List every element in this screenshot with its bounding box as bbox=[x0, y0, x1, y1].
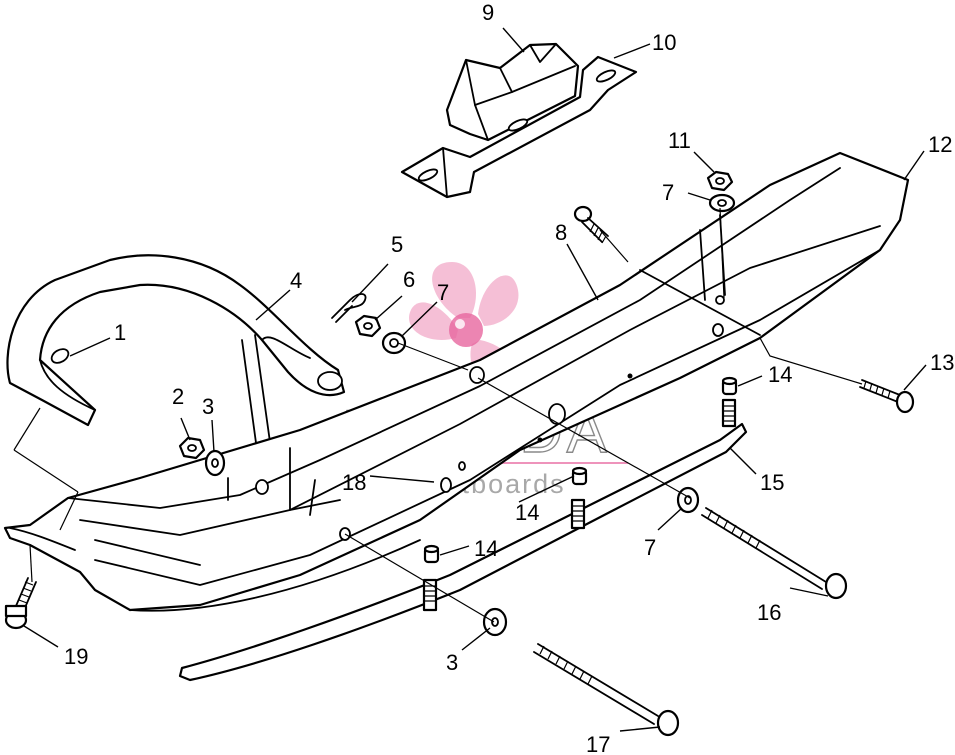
part-3-washer-lower bbox=[482, 607, 508, 637]
callout-14-left: 14 bbox=[474, 536, 498, 561]
callout-12: 12 bbox=[928, 132, 952, 157]
part-2-nut bbox=[178, 436, 206, 460]
callout-5: 5 bbox=[391, 232, 403, 257]
part-4-ski-loop bbox=[6, 254, 346, 488]
part-12-ski-body bbox=[3, 151, 910, 612]
part-5-cotter-pin bbox=[331, 293, 367, 323]
part-13-bolt bbox=[859, 379, 915, 414]
callout-7-lower: 7 bbox=[644, 535, 656, 560]
callout-6: 6 bbox=[403, 267, 415, 292]
callout-19: 19 bbox=[64, 644, 88, 669]
part-17-bolt bbox=[533, 643, 680, 737]
callout-4: 4 bbox=[290, 268, 302, 293]
callout-9: 9 bbox=[482, 0, 494, 25]
callout-11: 11 bbox=[668, 128, 691, 153]
part-8-bolt-upper bbox=[573, 205, 609, 244]
part-7-washer-upper-right bbox=[708, 193, 736, 213]
part-9-ski-saddle bbox=[445, 42, 580, 142]
callout-13: 13 bbox=[930, 350, 954, 375]
callout-14-right: 14 bbox=[768, 362, 792, 387]
runner-stud-middle bbox=[570, 498, 586, 530]
callout-3-lower: 3 bbox=[446, 650, 458, 675]
callout-17: 17 bbox=[586, 732, 610, 755]
callout-7-upper-left: 7 bbox=[437, 280, 449, 305]
part-16-bolt bbox=[701, 507, 848, 600]
part-14-spacer-right bbox=[721, 376, 738, 396]
part-14-spacer-middle bbox=[571, 466, 588, 486]
callout-labels: 1 2 3 3 4 5 6 7 7 7 8 9 10 11 12 13 14 1… bbox=[64, 0, 954, 755]
part-19-bolt bbox=[4, 577, 37, 630]
part-3-washer-upper bbox=[204, 449, 226, 477]
callout-15: 15 bbox=[760, 470, 784, 495]
part-7-washer-upper-left bbox=[381, 331, 407, 355]
callout-18: 18 bbox=[342, 470, 366, 495]
callout-14-middle: 14 bbox=[515, 500, 539, 525]
callout-2: 2 bbox=[172, 384, 184, 409]
part-14-spacer-left bbox=[423, 544, 440, 564]
callout-1: 1 bbox=[114, 320, 126, 345]
callout-7-upper-right: 7 bbox=[662, 180, 674, 205]
callout-8: 8 bbox=[555, 220, 567, 245]
callout-3-upper: 3 bbox=[202, 394, 214, 419]
runner-stud-left bbox=[422, 578, 438, 612]
part-15-ski-runner bbox=[178, 422, 748, 682]
runner-stud-right bbox=[721, 398, 737, 428]
ski-tip-edge bbox=[9, 527, 76, 551]
part-10-saddle-bracket bbox=[400, 55, 638, 199]
leader-lines bbox=[13, 27, 927, 732]
callout-16: 16 bbox=[757, 600, 781, 625]
callout-10: 10 bbox=[652, 30, 676, 55]
part-11-nut bbox=[706, 170, 734, 192]
part-6-nut bbox=[354, 314, 382, 338]
